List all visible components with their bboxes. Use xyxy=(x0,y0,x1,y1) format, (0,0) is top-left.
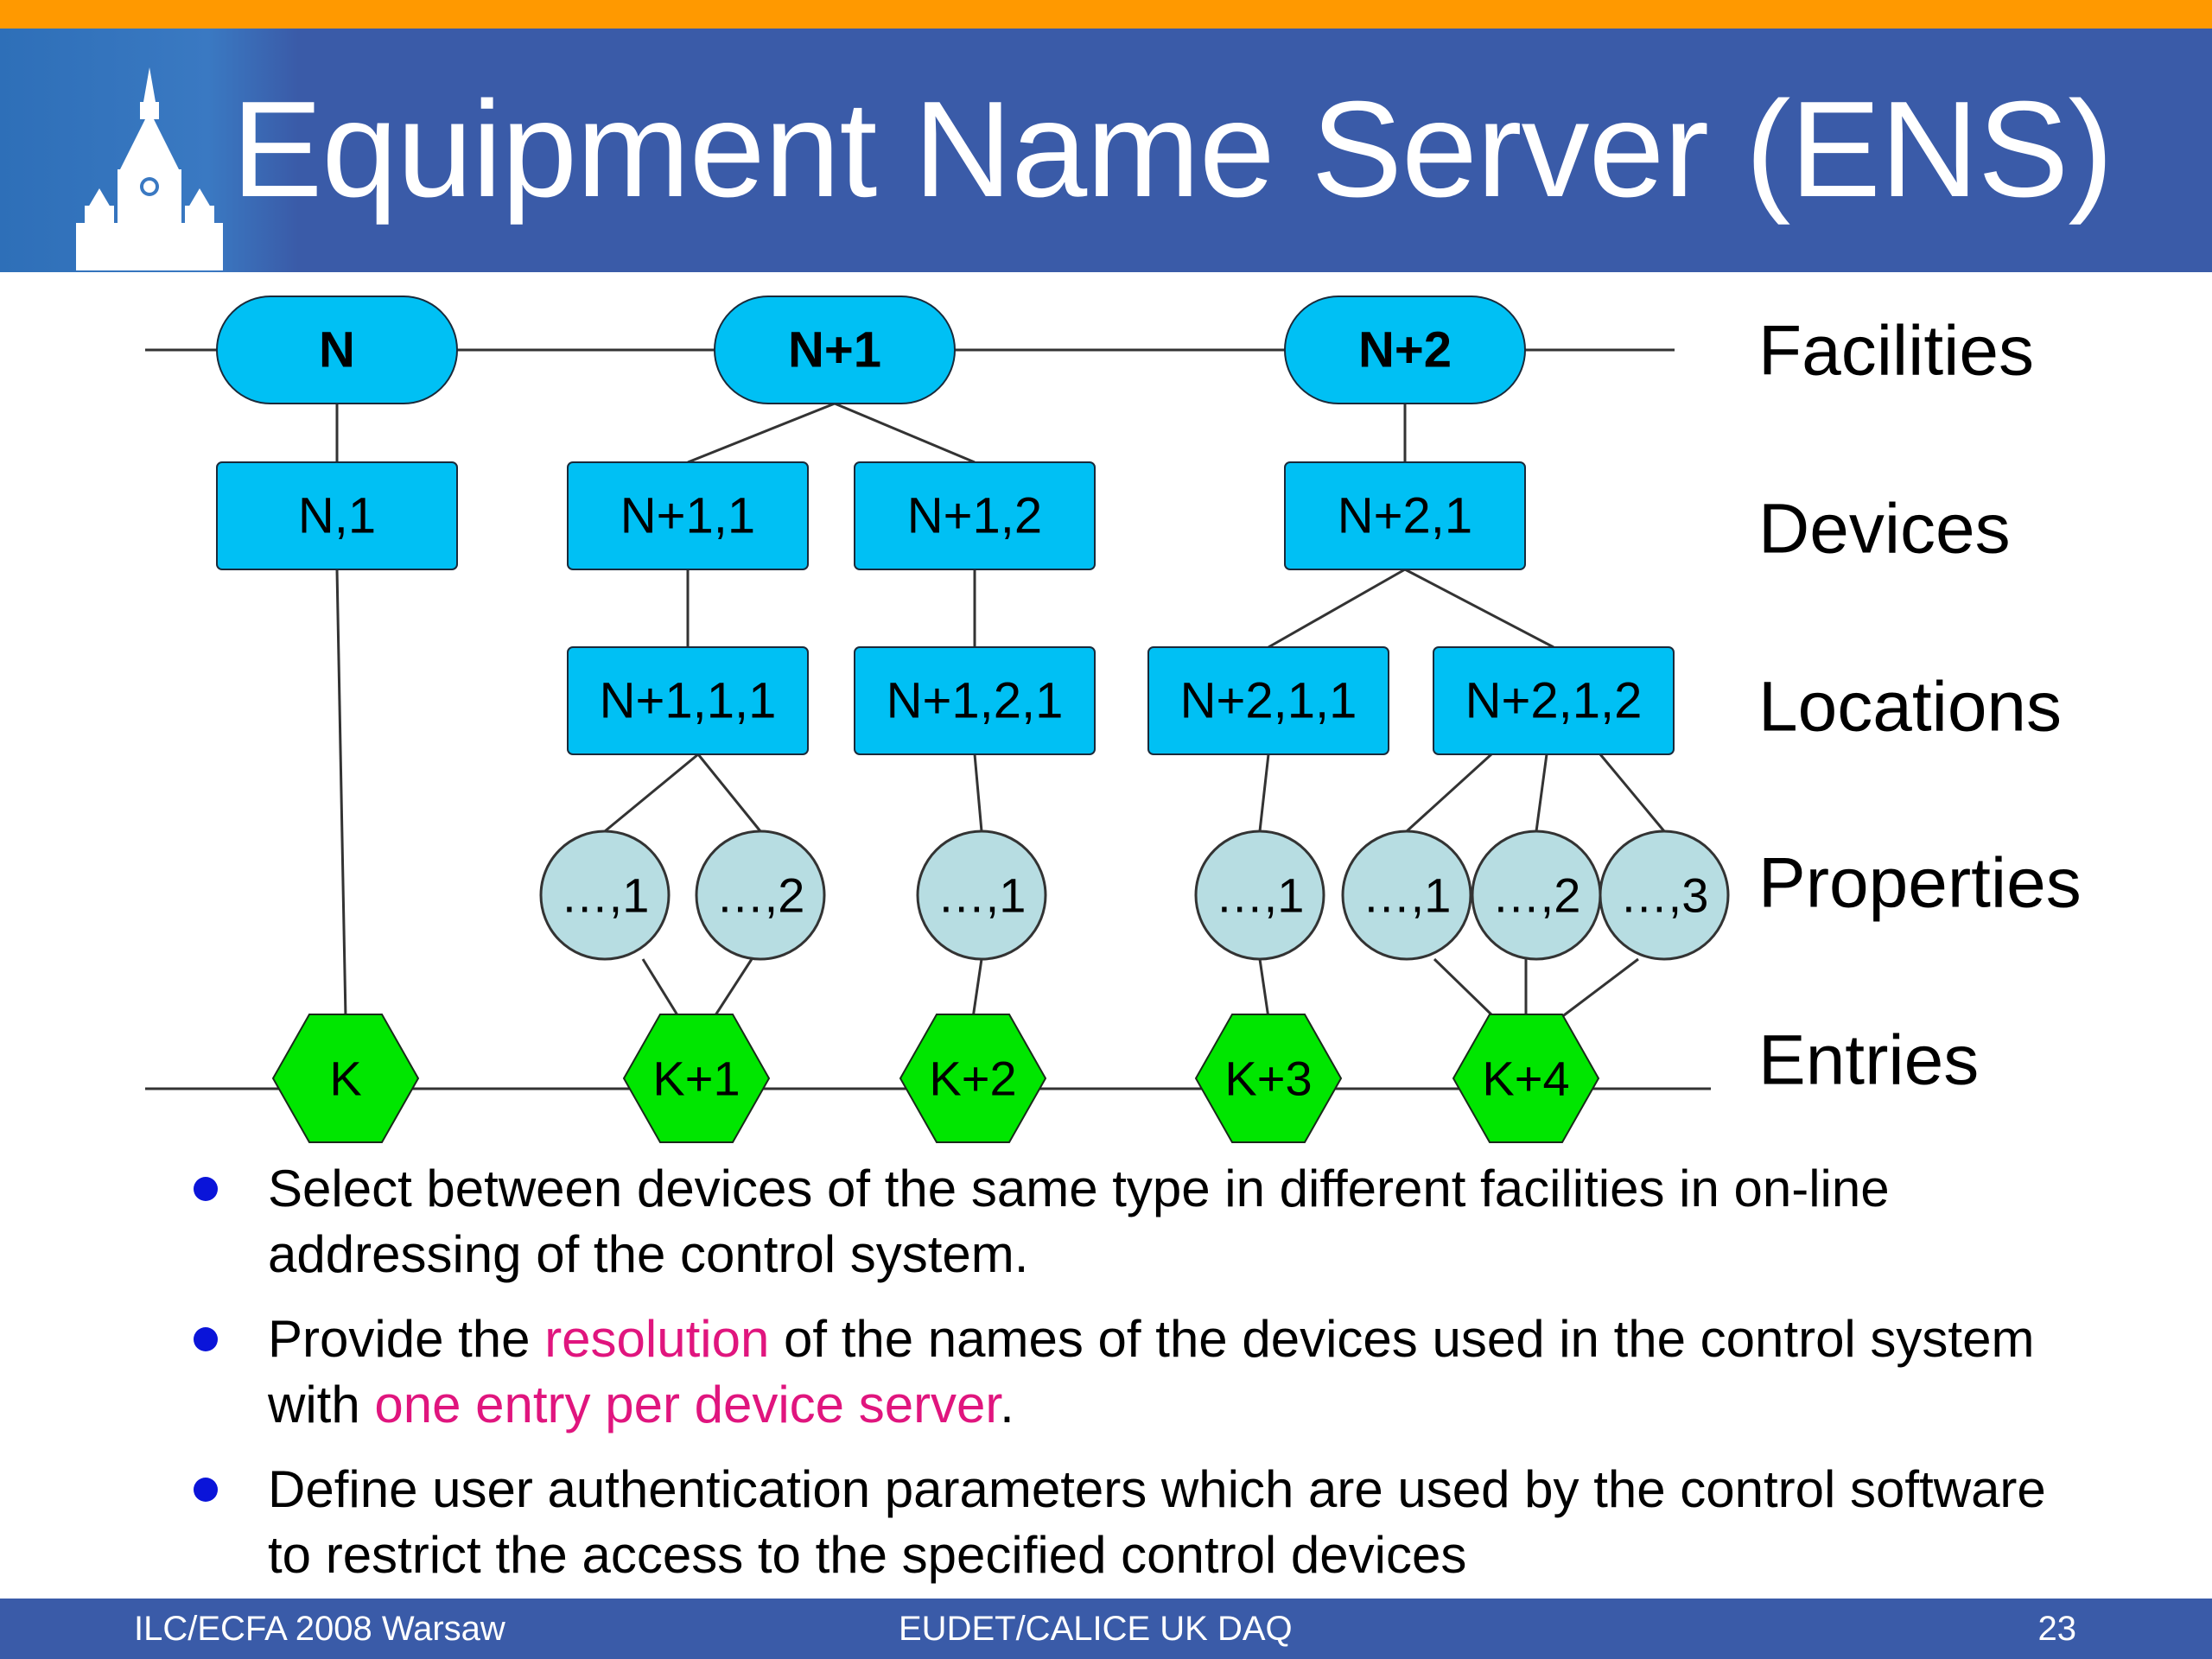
header-bar: Equipment Name Server (ENS) xyxy=(0,29,2212,272)
property-label: …,1 xyxy=(938,868,1027,923)
device-label: N+2,1 xyxy=(1338,488,1472,544)
bullet-list: Select between devices of the same type … xyxy=(181,1156,2082,1607)
connector-line xyxy=(1599,753,1666,832)
facility-label: N+1 xyxy=(788,322,881,378)
connector-line xyxy=(712,958,753,1019)
tower-logo-icon xyxy=(76,67,223,270)
device-label: N+1,2 xyxy=(907,488,1042,544)
property-label: …,2 xyxy=(716,868,805,923)
bullet-text: Define user authentication parameters wh… xyxy=(268,1460,2046,1584)
property-node xyxy=(916,830,1047,961)
property-node xyxy=(1599,830,1730,961)
connector-line xyxy=(335,569,347,1019)
footer-bar: ILC/ECFA 2008 Warsaw EUDET/CALICE UK DAQ… xyxy=(0,1599,2212,1659)
bullet-text-post: . xyxy=(1000,1376,1014,1433)
level-label: Locations xyxy=(1758,668,2062,747)
connector-line xyxy=(1433,957,1497,1020)
location-node xyxy=(567,646,809,755)
ens-hierarchy-diagram: N N+1 N+2N,1 N+1,1 N+1,2 N+2,1N+1,1,1 N+1,2,1 N… xyxy=(145,296,2082,1143)
connector-line xyxy=(1268,568,1406,649)
connector-line xyxy=(604,753,699,833)
facility-label: N+2 xyxy=(1358,322,1452,378)
location-label: N+1,1,1 xyxy=(600,673,777,729)
highlight-resolution: resolution xyxy=(544,1310,770,1368)
slide-title: Equipment Name Server (ENS) xyxy=(232,73,2113,226)
property-node xyxy=(1194,830,1325,961)
location-label: N+1,2,1 xyxy=(887,673,1064,729)
entry-node xyxy=(899,1014,1047,1143)
property-label: …,3 xyxy=(1620,868,1709,923)
connector-line xyxy=(1404,568,1554,649)
location-label: N+2,1,2 xyxy=(1465,673,1643,729)
level-label: Entries xyxy=(1758,1021,1979,1100)
connector-line xyxy=(1405,753,1493,833)
device-node xyxy=(216,461,458,570)
level-label: Devices xyxy=(1758,490,2011,569)
device-label: N+1,1 xyxy=(620,488,755,544)
accent-stripe xyxy=(0,0,2212,29)
location-node xyxy=(854,646,1096,755)
location-node xyxy=(1147,646,1389,755)
connector-line xyxy=(641,958,681,1019)
connector-line xyxy=(834,402,976,464)
bullet-dot xyxy=(194,1327,218,1351)
footer-event: ILC/ECFA 2008 Warsaw xyxy=(134,1610,505,1648)
bullet-dot xyxy=(194,1478,218,1502)
entry-label: K+2 xyxy=(929,1052,1016,1106)
entry-label: K+1 xyxy=(652,1052,740,1106)
connector-line xyxy=(687,402,836,464)
device-node xyxy=(854,461,1096,570)
bullet-item-authentication: Define user authentication parameters wh… xyxy=(181,1457,2082,1588)
property-label: …,1 xyxy=(1363,868,1452,923)
connector-line xyxy=(1258,958,1270,1019)
property-node xyxy=(1341,830,1472,961)
bullet-text-pre: Provide the xyxy=(268,1310,545,1368)
property-label: …,1 xyxy=(561,868,650,923)
connector-line xyxy=(1560,957,1639,1020)
facility-node xyxy=(714,296,956,404)
bullet-item-select: Select between devices of the same type … xyxy=(181,1156,2082,1287)
property-label: …,1 xyxy=(1216,868,1305,923)
entry-node xyxy=(1452,1014,1600,1143)
property-label: …,2 xyxy=(1492,868,1581,923)
bullet-text: Select between devices of the same type … xyxy=(268,1160,1890,1283)
entry-node xyxy=(271,1014,420,1143)
property-node xyxy=(539,830,671,961)
connector-line xyxy=(1535,753,1548,832)
facility-label: N xyxy=(319,322,355,378)
level-label: Properties xyxy=(1758,844,2082,923)
entry-label: K+3 xyxy=(1224,1052,1312,1106)
bullet-text-mid: of the names of the devices used in the … xyxy=(268,1310,2035,1433)
location-label: N+2,1,1 xyxy=(1180,673,1357,729)
bullet-text: Provide the resolution of the names of t… xyxy=(268,1306,2082,1438)
page-number: 23 xyxy=(2037,1610,2077,1648)
connector-line xyxy=(971,958,983,1019)
device-node xyxy=(1284,461,1526,570)
facility-node xyxy=(1284,296,1526,404)
device-node xyxy=(567,461,809,570)
diagram-nodes: N N+1 N+2N,1 N+1,1 N+1,2 N+2,1N+1,1,1 N+1,2,1 N… xyxy=(216,296,2082,1143)
location-node xyxy=(1433,646,1675,755)
connector-line xyxy=(696,753,762,832)
entry-node xyxy=(1194,1014,1343,1143)
facility-node xyxy=(216,296,458,404)
connector-line xyxy=(1258,753,1270,832)
device-label: N,1 xyxy=(298,488,376,544)
entry-label: K+4 xyxy=(1482,1052,1569,1106)
bullet-dot xyxy=(194,1177,218,1201)
highlight-one-entry: one entry per device server xyxy=(374,1376,1001,1433)
property-node xyxy=(695,830,826,961)
entry-label: K xyxy=(329,1052,361,1106)
header-photo xyxy=(0,29,298,272)
level-label: Facilities xyxy=(1758,312,2034,391)
bullet-item-resolution: Provide the resolution of the names of t… xyxy=(181,1306,2082,1438)
entry-node xyxy=(622,1014,771,1143)
connector-line xyxy=(973,753,983,832)
footer-project: EUDET/CALICE UK DAQ xyxy=(899,1610,1293,1648)
